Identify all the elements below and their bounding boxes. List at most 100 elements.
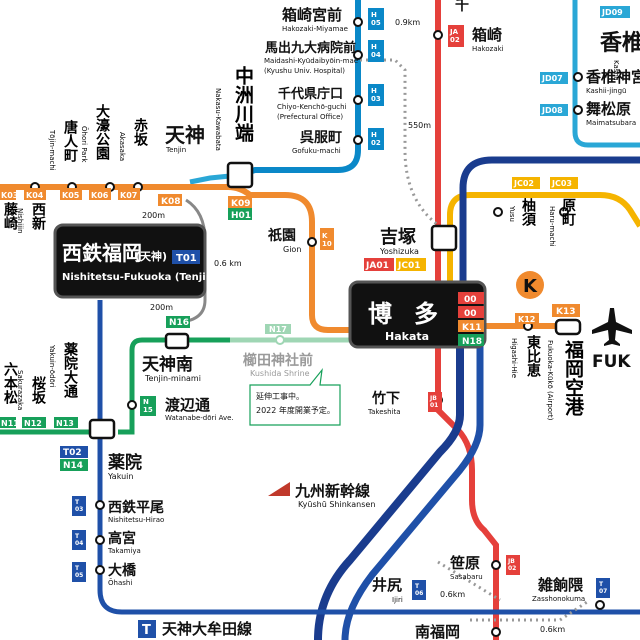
kashiijingu-marker[interactable] (573, 72, 583, 82)
haramachi-marker[interactable] (559, 207, 569, 217)
yoshizuka-en: Yoshizuka (379, 247, 419, 256)
station-names: 箱崎宮前 Hakozaki-Miyamae 馬出九大病院前 Maidashi-K… (107, 0, 640, 640)
gofukumachi-en: Gofuku-machi (292, 147, 341, 155)
ijiri-ja: 井尻 (372, 576, 402, 594)
nakasu-en: Nakasu-Kawabata (214, 88, 222, 151)
distance-labels: 0.9km 550m 200m 200m 0.6 km 0.6km 0.6km (142, 18, 565, 634)
tenjinminami-code: N16 (169, 318, 189, 328)
hakata-en: Hakata (385, 330, 429, 343)
takamiya-marker[interactable] (95, 535, 105, 545)
construction-note: 延伸工事中。 2022 年度開業予定。 (249, 367, 341, 426)
dist-200b: 200m (150, 303, 173, 312)
ohashi-marker[interactable] (95, 565, 105, 575)
watanabedori-ja: 渡辺通 (165, 396, 210, 414)
dist-06c: 0.6km (540, 625, 565, 634)
nishitetsufukuoka-box[interactable] (53, 223, 207, 299)
dist-550: 550m (408, 121, 431, 130)
tenjin-code: K08 (161, 197, 181, 207)
kashiijingu-code: JD07 (541, 74, 563, 83)
maidashi-ja: 馬出九大病院前 (265, 40, 356, 56)
maidashi-en2: (Kyushu Univ. Hospital) (264, 67, 345, 75)
kagoshima-line (435, 0, 499, 640)
nakasu-ja: 中洲川端 (232, 66, 254, 142)
yakuinodori-code: N13 (56, 419, 74, 428)
ijiri-en: Ijiri (392, 596, 403, 604)
transfer-walk-zasshonokuma (470, 598, 591, 622)
omuta-line (97, 300, 640, 615)
chiyo-en: Chiyo-Kenchō-guchi (277, 103, 347, 111)
dist-09: 0.9km (395, 18, 420, 27)
airport-line-letter: K (523, 276, 538, 297)
ropponmatsu-ja: 六本松 (2, 362, 18, 404)
nishitetsufukuoka-ja-small: (天神) (135, 249, 167, 263)
hakata-box[interactable] (348, 280, 487, 349)
top-right-code: JD09 (601, 8, 623, 17)
maidashi-marker[interactable] (353, 50, 363, 60)
yakuin-marker[interactable] (88, 418, 116, 440)
shinkansen-label-en: Kyūshū Shinkansen (298, 500, 375, 509)
nishitetsufukuoka-code-box (172, 250, 200, 264)
chiyo-en2: (Prefectural Office) (277, 113, 343, 121)
transfer-walk-sasabaru (437, 560, 501, 602)
sasaguri-line (447, 192, 640, 300)
hakata-code-2: 00 (464, 309, 477, 319)
nishitetsufukuoka-ja: 西鉄福岡 (62, 241, 142, 265)
gofukumachi-ja: 呉服町 (300, 130, 342, 146)
gofukumachi-marker[interactable] (353, 135, 363, 145)
dist-06b: 0.6km (440, 590, 465, 599)
gion-marker[interactable] (307, 237, 317, 247)
sasabaru-marker[interactable] (491, 560, 501, 570)
dist-200a: 200m (142, 211, 165, 220)
nakasu-marker[interactable] (226, 161, 254, 189)
akasaka-code: K07 (120, 191, 137, 200)
maimatsubara-marker[interactable] (573, 105, 583, 115)
hakozakimiyamae-marker[interactable] (353, 17, 363, 27)
haramachi-ja: 原町 (560, 198, 576, 226)
nakasu-code-2: H01 (231, 211, 251, 221)
kushida-marker[interactable] (275, 335, 285, 345)
hakozaki-marker[interactable] (433, 30, 443, 40)
higashihie-en: Higashi-Hie (510, 338, 518, 379)
yusu-en: Yusu (508, 206, 516, 222)
nishitetsuhirao-marker[interactable] (95, 500, 105, 510)
ohoripark-code: K06 (91, 191, 109, 200)
airport-marker[interactable] (554, 318, 582, 336)
airport-fuk-code: FUK (592, 352, 631, 372)
akasaka-ja: 赤坂 (132, 118, 148, 146)
dist-06a: 0.6 km (214, 259, 242, 268)
maidashi-en: Maidashi-Kyūdaibyōin-mae (264, 57, 358, 65)
maimatsubara-code: JD08 (541, 106, 563, 115)
watanabedori-marker[interactable] (127, 400, 137, 410)
zasshonokuma-marker[interactable] (595, 600, 605, 610)
airport-line-badge (516, 271, 544, 299)
sasabaru-en: Sasabaru (450, 573, 483, 581)
hakozaki-line (229, 0, 361, 181)
hakata-code-3: K11 (462, 323, 482, 333)
toujinmachi-code: K05 (62, 191, 80, 200)
nanakuma-line (118, 337, 360, 435)
chiyo-marker[interactable] (353, 95, 363, 105)
yoshizuka-marker[interactable] (430, 224, 458, 252)
tenjinminami-marker[interactable] (164, 332, 190, 350)
minamifukuoka-marker[interactable] (491, 627, 501, 637)
sakurazaka-en: Sakurazaka (16, 370, 24, 411)
watanabedori-en: Watanabe-dōri Ave. (165, 414, 234, 422)
hakata-code-2-box (458, 306, 484, 318)
maimatsubara-en: Maimatsubara (586, 119, 636, 127)
zasshonokuma-ja: 雑餉隈 (537, 576, 584, 594)
hakozakimiyamae-ja: 箱崎宮前 (282, 6, 342, 24)
toujinmachi-ja: 唐人町 (62, 120, 78, 162)
yusu-marker[interactable] (493, 207, 503, 217)
gion-ja: 祇園 (267, 227, 296, 244)
omuta-line-badge (138, 620, 156, 638)
maimatsubara-ja: 舞松原 (586, 100, 631, 118)
fujisaki-code: K03 (1, 191, 18, 200)
